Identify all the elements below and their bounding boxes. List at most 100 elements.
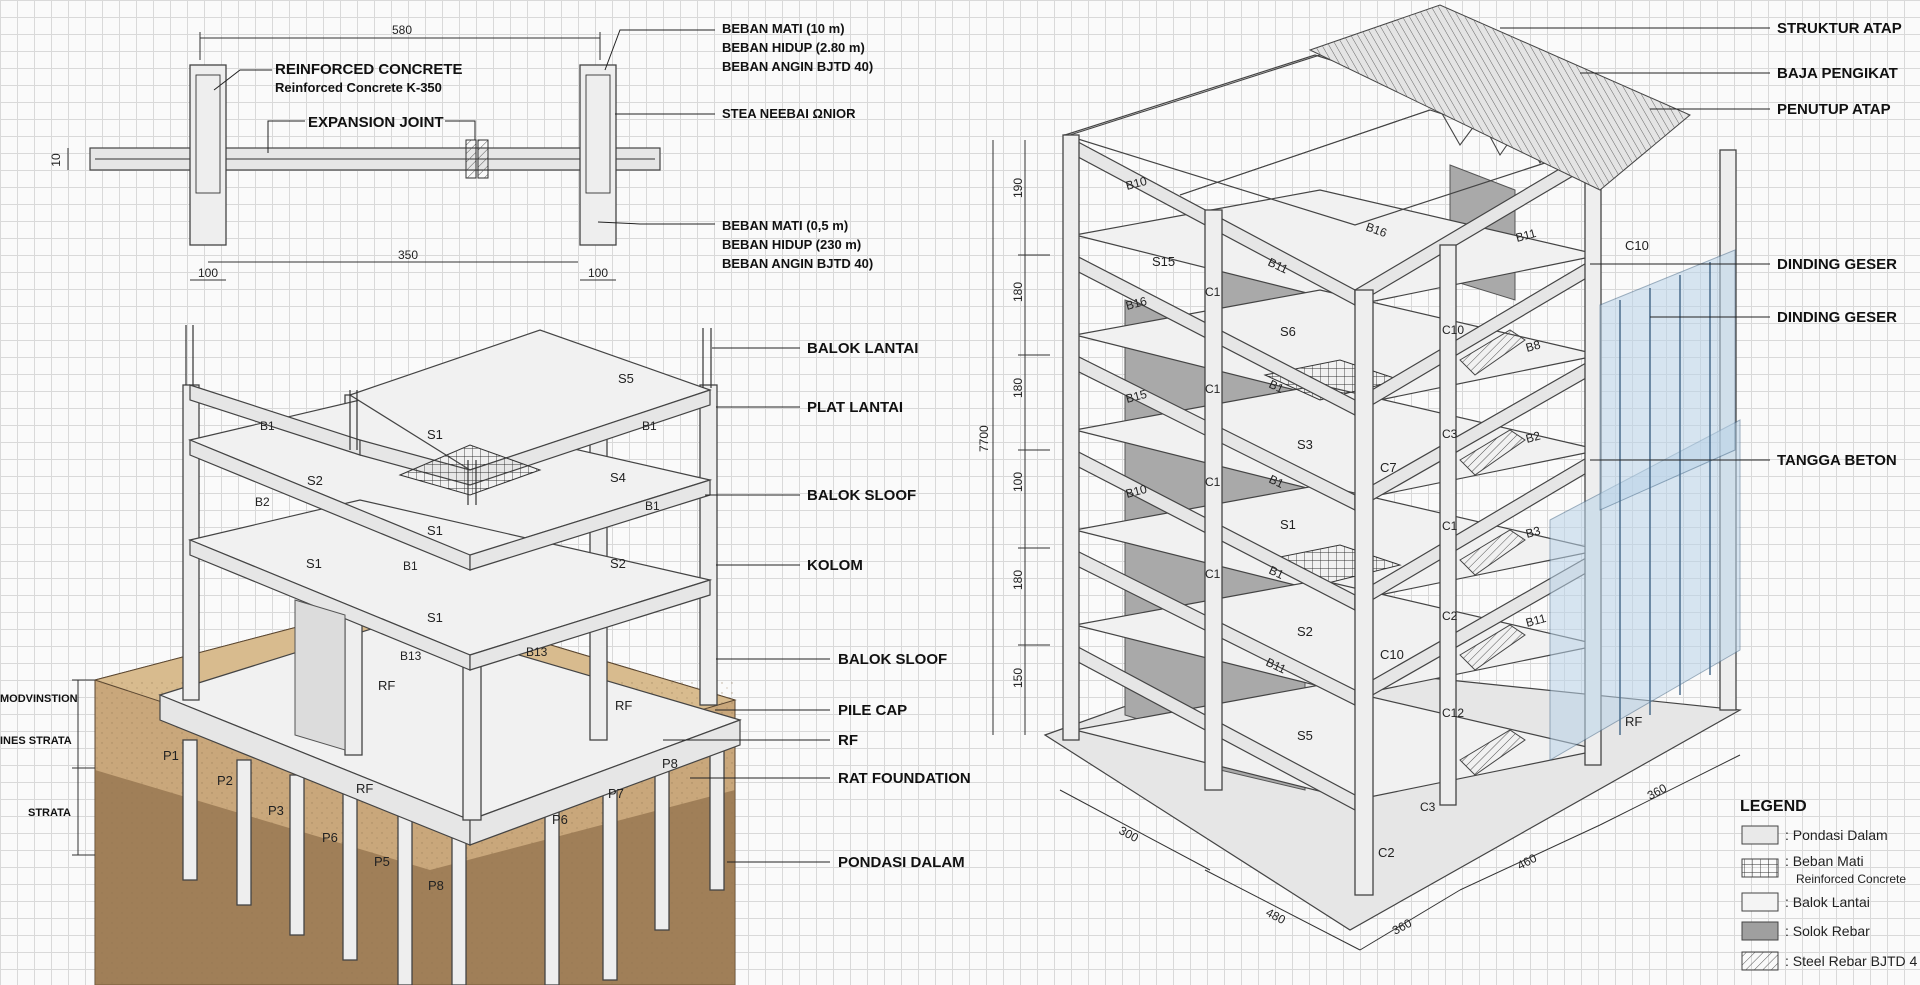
label-reinforced-concrete: REINFORCED CONCRETE bbox=[275, 61, 463, 78]
slab-s1d: S1 bbox=[427, 610, 443, 625]
beam-label: B1 bbox=[1267, 472, 1287, 491]
beam-b1a: B1 bbox=[260, 419, 275, 433]
pile-label: P7 bbox=[608, 786, 624, 801]
column-label: C1 bbox=[1205, 285, 1221, 299]
slab-rf3: RF bbox=[356, 781, 373, 796]
detail-section: 580 350 100 100 10 REINFORCED CONCRETE R… bbox=[49, 21, 873, 281]
beam-b13a: B13 bbox=[400, 649, 422, 663]
column-label: C1 bbox=[1442, 519, 1458, 533]
slab-s2a: S2 bbox=[307, 473, 323, 488]
beam-b1d: B1 bbox=[645, 499, 660, 513]
beam-label: B15 bbox=[1124, 387, 1149, 406]
column-section-right bbox=[579, 64, 617, 246]
slab-s4: S4 bbox=[610, 470, 626, 485]
dim-middle: 350 bbox=[398, 248, 418, 262]
column-label: C12 bbox=[1442, 706, 1464, 720]
beam-label: B16 bbox=[1124, 294, 1149, 313]
rebar-mesh bbox=[398, 444, 542, 496]
beam-label: B8 bbox=[1524, 337, 1542, 354]
callout-tangga-beton: TANGGA BETON bbox=[1777, 452, 1897, 469]
beam-label: B11 bbox=[1524, 611, 1548, 630]
callout-dinding-geser-1: DINDING GESER bbox=[1777, 256, 1897, 273]
callout-balok-sloof: BALOK SLOOF bbox=[807, 487, 916, 504]
load-bot-1: BEBAN MATI (0,5 m) bbox=[722, 218, 848, 233]
dim-right: 100 bbox=[588, 266, 608, 280]
slab-s1c: S1 bbox=[306, 556, 322, 571]
soil-label: STRATA bbox=[28, 807, 71, 819]
legend: LEGEND : Pondasi Dalam : Beban Mati Rein… bbox=[1740, 798, 1917, 971]
beam-b2: B2 bbox=[255, 495, 270, 509]
slab-label: RF bbox=[1625, 714, 1642, 729]
slab-label: S5 bbox=[1297, 728, 1313, 743]
base-dim: 300 bbox=[1117, 823, 1142, 845]
legend-swatch bbox=[1741, 892, 1779, 912]
slab-label: C2 bbox=[1378, 845, 1395, 860]
pile-label: P8 bbox=[428, 878, 444, 893]
base-dim: 460 bbox=[1515, 851, 1540, 873]
height-dimensions: 190 180 180 100 180 150 7700 bbox=[977, 140, 1050, 735]
slab-label: C10 bbox=[1380, 647, 1404, 662]
slab-label: C7 bbox=[1380, 460, 1397, 475]
beam-label: B3 bbox=[1524, 523, 1542, 540]
pile-label: P8 bbox=[662, 756, 678, 771]
load-bot-2: BEBAN HIDUP (230 m) bbox=[722, 237, 861, 252]
height-dim: 190 bbox=[1011, 178, 1025, 198]
slab-label: S2 bbox=[1297, 624, 1313, 639]
beam-label: B10 bbox=[1124, 482, 1149, 501]
beam-b1c: B1 bbox=[642, 419, 657, 433]
beam-label: B10 bbox=[1124, 174, 1149, 193]
beam-label: B16 bbox=[1364, 220, 1389, 241]
callout-balok-sloof-2: BALOK SLOOF bbox=[838, 651, 947, 668]
dim-left: 100 bbox=[198, 266, 218, 280]
column-label: C3 bbox=[1442, 427, 1458, 441]
height-dim: 150 bbox=[1011, 668, 1025, 688]
beam-label: B2 bbox=[1524, 428, 1542, 445]
label-expansion-joint: EXPANSION JOINT bbox=[308, 114, 444, 131]
pile-label: P1 bbox=[163, 748, 179, 763]
legend-item: : Solok Rebar bbox=[1785, 923, 1870, 939]
left-model: S5 S1 S2 S4 S1 S1 S2 S1 RF RF RF B1 B2 B… bbox=[0, 325, 971, 985]
slab-rf1: RF bbox=[378, 678, 395, 693]
legend-item-sub: Reinforced Concrete bbox=[1796, 872, 1906, 886]
slab-rf2: RF bbox=[615, 698, 632, 713]
load-bot-3: BEBAN ANGIN BJTD 40) bbox=[722, 256, 873, 271]
slab-label: S15 bbox=[1152, 254, 1175, 269]
slab-s5: S5 bbox=[618, 371, 634, 386]
load-top-3: BEBAN ANGIN BJTD 40) bbox=[722, 59, 873, 74]
slab-s2b: S2 bbox=[610, 556, 626, 571]
column-label: C10 bbox=[1442, 323, 1464, 337]
dim-top: 580 bbox=[392, 23, 412, 37]
legend-swatch bbox=[1741, 921, 1779, 941]
column-section-left bbox=[189, 64, 227, 246]
slab-label: S6 bbox=[1280, 324, 1296, 339]
height-dim: 180 bbox=[1011, 282, 1025, 302]
callout-pile-cap: PILE CAP bbox=[838, 702, 907, 719]
piles bbox=[182, 734, 725, 985]
pile-label: P5 bbox=[374, 854, 390, 869]
callout-balok-lantai: BALOK LANTAI bbox=[807, 340, 918, 357]
beam-b13b: B13 bbox=[526, 645, 548, 659]
label-reinforced-concrete-k: Reinforced Concrete K-350 bbox=[275, 80, 442, 95]
callout-rf: RF bbox=[838, 732, 858, 749]
callout-struktur-atap: STRUKTUR ATAP bbox=[1777, 20, 1902, 37]
pile-label: P6 bbox=[322, 830, 338, 845]
soil-label: INES STRATA bbox=[0, 735, 72, 747]
beam-label: B11 bbox=[1514, 226, 1538, 245]
callout-pondasi-dalam: PONDASI DALAM bbox=[838, 854, 965, 871]
right-slab-labels: S15 S6 S3 S1 S2 S5 C7 C10 C2 C10 RF bbox=[1152, 238, 1649, 860]
legend-swatch bbox=[1741, 951, 1779, 971]
legend-title: LEGEND bbox=[1740, 798, 1807, 815]
expansion-joint-mark bbox=[465, 139, 477, 179]
beam-label: B1 bbox=[1267, 377, 1287, 396]
callout-dinding-geser-2: DINDING GESER bbox=[1777, 309, 1897, 326]
legend-item: : Pondasi Dalam bbox=[1785, 827, 1888, 843]
column-label: C1 bbox=[1205, 567, 1221, 581]
callout-plat-lantai: PLAT LANTAI bbox=[807, 399, 903, 416]
right-column-labels: C1 C1 C1 C1 C10 C3 C1 C2 C12 C3 bbox=[1205, 285, 1464, 814]
callout-kolom: KOLOM bbox=[807, 557, 863, 574]
base-dim: 360 bbox=[1645, 781, 1670, 803]
right-model: S15 S6 S3 S1 S2 S5 C7 C10 C2 C10 RF B10 … bbox=[977, 4, 1902, 951]
load-top-2: BEBAN HIDUP (2.80 m) bbox=[722, 40, 865, 55]
column-label: C1 bbox=[1205, 475, 1221, 489]
